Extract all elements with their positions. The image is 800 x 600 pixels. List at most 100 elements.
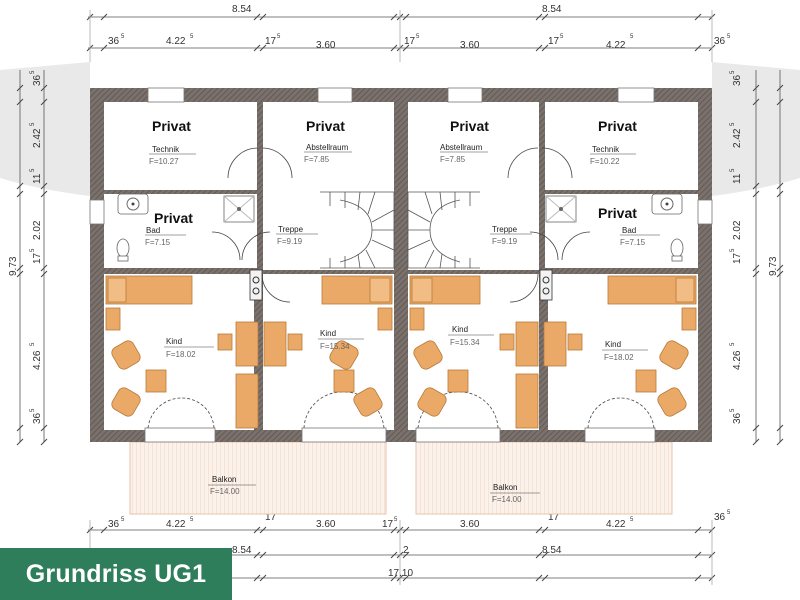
dimension-tick	[259, 13, 267, 21]
dimension-tick	[694, 526, 702, 534]
walls	[90, 88, 712, 442]
room-title: Privat	[598, 118, 637, 134]
dim-top-right-a: 36	[714, 36, 726, 47]
dimension-tick	[776, 190, 784, 198]
dim-bottom-left-b-sup: 5	[190, 517, 194, 523]
dim-left-e: 17	[32, 252, 43, 264]
dim-right-e-sup: 5	[730, 248, 736, 252]
room-name: Balkon	[493, 483, 517, 492]
dim-left-total: 9.73	[8, 256, 19, 276]
room-area: F=15.34	[320, 342, 350, 351]
dim-top-mid-a-sup: 5	[416, 34, 420, 40]
dimension-tick	[390, 574, 398, 582]
dimension-tick	[16, 438, 24, 446]
room-name: Kind	[605, 340, 621, 349]
dimension-tick	[752, 438, 760, 446]
dim-left-f: 4.26	[32, 350, 43, 370]
dim-top-right-d: 3.60	[460, 40, 480, 51]
dimension-tick	[253, 526, 261, 534]
dimension-tick	[752, 264, 760, 272]
dim-top-left-c-sup: 5	[277, 34, 281, 40]
dimension-tick	[541, 526, 549, 534]
dimension-tick	[40, 190, 48, 198]
dimension-tick	[40, 438, 48, 446]
room-area: F=9.19	[492, 237, 518, 246]
terrain-left	[0, 62, 90, 196]
dim-top-left-a-sup: 5	[121, 34, 125, 40]
dimension-tick	[16, 84, 24, 92]
dim-top-right-b: 4.22	[606, 40, 626, 51]
dimension-tick	[752, 424, 760, 432]
dim-right-a-sup: 5	[730, 70, 736, 74]
room-area: F=7.85	[304, 155, 330, 164]
dimension-tick	[40, 264, 48, 272]
dim-top-left-b: 4.22	[166, 36, 186, 47]
dim-right-g-sup: 5	[730, 408, 736, 412]
dimension-tick	[16, 98, 24, 106]
dim-right-total: 9.73	[768, 256, 779, 276]
dim-top-left-d: 3.60	[316, 40, 336, 51]
room-area: F=18.02	[166, 350, 196, 359]
dimension-tick	[776, 182, 784, 190]
room-area: F=18.02	[604, 353, 634, 362]
dimension-tick	[776, 424, 784, 432]
doors	[147, 147, 655, 429]
room-area: F=7.15	[145, 238, 171, 247]
dim-left-c: 11	[32, 173, 43, 184]
dimension-tick	[776, 270, 784, 278]
sink-left-icon	[117, 193, 149, 215]
dimension-tick	[259, 44, 267, 52]
room-labels: Privat Technik F=10.27 Privat Abstellrau…	[145, 118, 660, 504]
toilet-left-icon	[116, 238, 130, 262]
dimension-tick	[535, 13, 543, 21]
dim-left-e-sup: 5	[30, 248, 36, 252]
dimension-tick	[535, 574, 543, 582]
room-area: F=14.00	[210, 487, 240, 496]
room-title: Privat	[152, 118, 191, 134]
room-name: Technik	[592, 145, 620, 154]
dim-right-b: 2.42	[732, 128, 743, 148]
dimension-tick	[752, 98, 760, 106]
room-name: Kind	[452, 325, 468, 334]
dim-bottom-right-total: 8.54	[542, 545, 562, 556]
dimension-tick	[776, 264, 784, 272]
dimension-tick	[253, 574, 261, 582]
dim-bottom-center: 2	[403, 545, 409, 556]
dimension-tick	[16, 270, 24, 278]
plan-caption-badge: Grundriss UG1	[0, 548, 232, 600]
dimension-tick	[776, 84, 784, 92]
dimension-tick	[541, 13, 549, 21]
dim-bottom-right-a-sup: 5	[727, 510, 731, 516]
dimension-tick	[541, 551, 549, 559]
dimension-tick	[752, 190, 760, 198]
dimension-tick	[776, 438, 784, 446]
room-name: Bad	[146, 226, 160, 235]
dimension-tick	[402, 551, 410, 559]
dimension-tick	[776, 98, 784, 106]
dimension-tick	[259, 526, 267, 534]
room-name: Treppe	[278, 225, 304, 234]
dimension-tick	[253, 13, 261, 21]
dim-bottom-right-b-sup: 5	[630, 517, 634, 523]
room-area: F=10.22	[590, 157, 620, 166]
dimension-tick	[402, 526, 410, 534]
dim-right-e: 17	[732, 252, 743, 264]
dimension-tick	[253, 551, 261, 559]
dim-bottom-mid-a: 17	[382, 519, 394, 530]
dimension-tick	[390, 44, 398, 52]
room-title: Privat	[598, 205, 637, 221]
shower-right-icon	[545, 195, 577, 223]
dimension-lines	[16, 10, 784, 585]
dim-bottom-mid-a-sup: 5	[394, 517, 398, 523]
dimension-tick	[100, 44, 108, 52]
sink-right-icon	[651, 193, 683, 215]
dimension-tick	[40, 424, 48, 432]
dim-left-g-sup: 5	[30, 408, 36, 412]
dim-right-a: 36	[732, 74, 743, 86]
dim-bottom-left-b: 4.22	[166, 519, 186, 530]
dim-top-left-total: 8.54	[232, 4, 252, 15]
dimension-tick	[16, 424, 24, 432]
dimension-tick	[402, 574, 410, 582]
dim-bottom-left-a: 36	[108, 519, 120, 530]
dimension-tick	[390, 526, 398, 534]
